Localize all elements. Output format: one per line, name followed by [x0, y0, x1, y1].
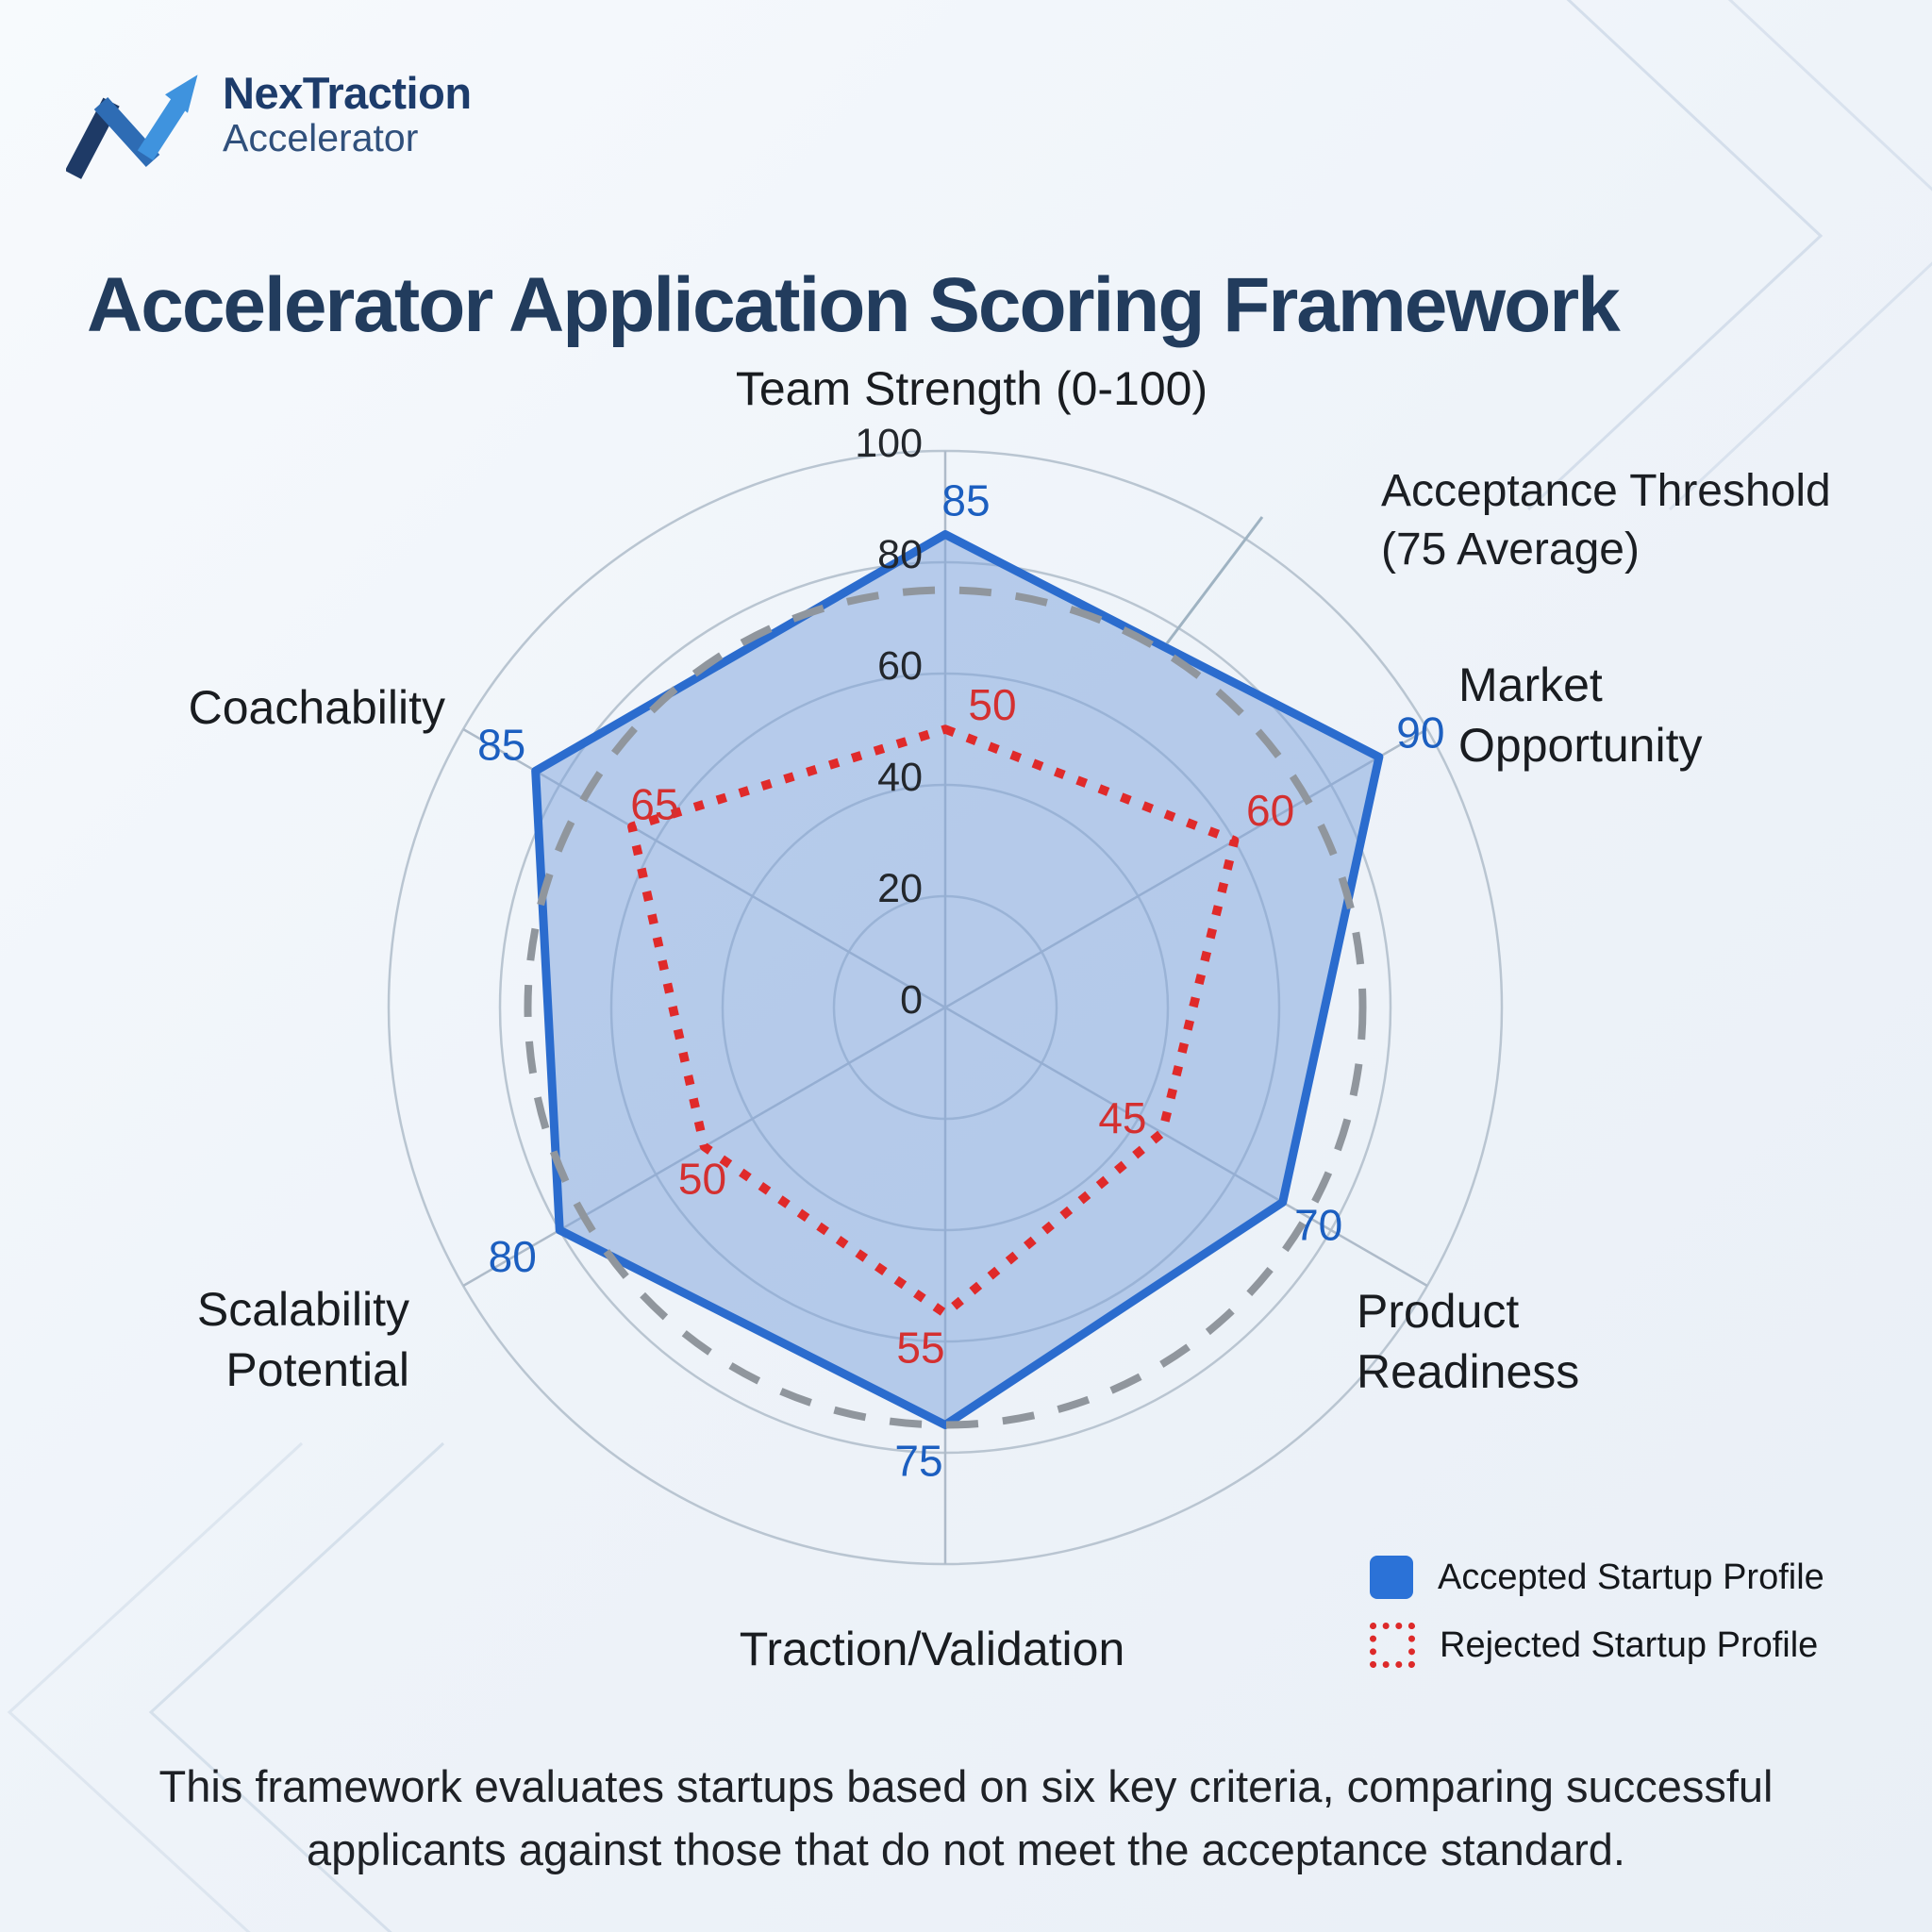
accepted-value-label: 80 — [489, 1232, 537, 1281]
accepted-value-label: 85 — [477, 720, 525, 769]
axis-label: Scalability — [197, 1283, 409, 1336]
rejected-polygon — [627, 724, 1240, 1319]
axis-label: Product — [1357, 1285, 1519, 1338]
annotation-line1: Acceptance Threshold — [1381, 466, 1831, 516]
tick-label: 40 — [877, 755, 923, 800]
annotation-acceptance-threshold: Acceptance Threshold (75 Average) — [1381, 462, 1831, 579]
accepted-value-label: 70 — [1294, 1201, 1342, 1250]
legend-label-accepted: Accepted Startup Profile — [1438, 1557, 1824, 1597]
page-title: Accelerator Application Scoring Framewor… — [87, 261, 1621, 348]
axis-label: Team Strength (0-100) — [736, 362, 1208, 415]
legend: Accepted Startup Profile Rejected Startu… — [1370, 1543, 1824, 1679]
logo-arrow-head — [165, 75, 198, 113]
legend-label-rejected: Rejected Startup Profile — [1440, 1624, 1819, 1665]
axis-label: Coachability — [189, 681, 445, 734]
brand-name: NexTraction — [223, 68, 472, 118]
footer-line2: applicants against those that do not mee… — [307, 1824, 1625, 1874]
logo-arrow-shaft — [137, 97, 188, 161]
accepted-swatch-icon — [1370, 1556, 1413, 1599]
tick-label: 0 — [900, 977, 923, 1023]
axis-label: Potential — [225, 1343, 409, 1396]
tick-label: 80 — [877, 532, 923, 577]
rejected-value-label: 45 — [1098, 1093, 1146, 1142]
rejected-swatch-icon — [1370, 1623, 1415, 1668]
tick-label: 20 — [877, 866, 923, 911]
accepted-polygon — [531, 530, 1384, 1429]
rejected-value-label: 60 — [1246, 786, 1294, 835]
header: NexTraction Accelerator — [66, 58, 472, 183]
axis-label: Traction/Validation — [740, 1623, 1125, 1675]
tick-label: 100 — [855, 421, 923, 466]
accepted-value-label: 90 — [1396, 708, 1444, 758]
rejected-value-label: 55 — [896, 1324, 944, 1373]
axis-label: Market — [1458, 658, 1603, 711]
threshold-leader-line — [1165, 516, 1264, 644]
legend-item-accepted: Accepted Startup Profile — [1370, 1543, 1824, 1611]
footer-note: This framework evaluates startups based … — [0, 1755, 1932, 1881]
footer-line1: This framework evaluates startups based … — [158, 1761, 1774, 1811]
logo-stroke-dark — [66, 97, 120, 179]
annotation-line2: (75 Average) — [1381, 525, 1640, 575]
rejected-value-label: 65 — [630, 779, 678, 828]
accepted-value-label: 75 — [894, 1437, 942, 1486]
axis-label: Opportunity — [1458, 719, 1702, 772]
rejected-value-label: 50 — [678, 1155, 726, 1204]
logo-icon — [66, 75, 198, 179]
brand-tagline: Accelerator — [223, 116, 419, 160]
axis-label: Readiness — [1357, 1345, 1579, 1398]
accepted-value-label: 85 — [941, 476, 990, 525]
legend-item-rejected: Rejected Startup Profile — [1370, 1611, 1824, 1679]
threshold-circle — [524, 586, 1367, 1429]
rejected-value-label: 50 — [968, 680, 1016, 729]
brand-text: NexTraction Accelerator — [223, 70, 472, 160]
tick-label: 60 — [877, 643, 923, 689]
